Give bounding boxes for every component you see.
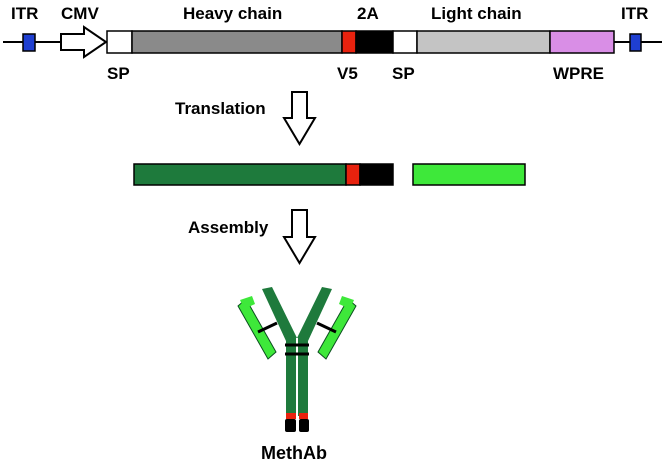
right-hl-disulfide-bond [316,321,337,334]
translation-down-arrow-icon [282,91,317,146]
sp-heavy-label: SP [107,64,130,83]
two-a-box [355,30,394,54]
itr-left-box [22,33,36,52]
left-v5-tag [286,413,296,419]
left-light-chain-tip-shape [240,296,255,309]
translation-label: Translation [175,99,266,118]
cmv-promoter-arrow [60,25,108,59]
left-hl-disulfide-bond [257,321,278,334]
v5-label: V5 [337,64,358,83]
itr-right-label: ITR [621,4,648,23]
wpre-box [549,30,615,54]
assembly-label: Assembly [188,218,269,237]
sp-light-label: SP [392,64,415,83]
heavy-chain-gene-box [131,30,343,54]
translation-step: Translation [175,91,317,146]
assembly-step: Assembly [188,209,317,265]
right-2a-residue [299,419,309,432]
assembly-down-arrow-icon [282,209,317,265]
v5-tag-box [341,30,357,54]
heavy-chain-2a-residue-bar [359,163,394,186]
light-chain-gene-box [416,30,551,54]
itr-left-label: ITR [11,4,38,23]
right-heavy-chain-shape [297,287,332,416]
left-heavy-chain-shape [262,287,297,416]
sp-light-box [392,30,418,54]
expression-construct: ITR CMV Heavy chain 2A Light chain ITR S… [3,4,662,83]
wpre-label: WPRE [553,64,604,83]
right-v5-tag [299,413,308,419]
heavy-chain-gap [296,338,298,416]
left-2a-residue [285,419,296,432]
light-chain-label: Light chain [431,4,522,23]
right-light-chain-tip-shape [339,296,354,309]
translated-proteins [133,163,526,186]
heavy-chain-label: Heavy chain [183,4,282,23]
two-a-label: 2A [357,4,379,23]
product-label: MethAb [261,443,327,463]
light-chain-protein-bar [412,163,526,186]
sp-heavy-box [106,30,133,54]
heavy-chain-v5-tag-bar [345,163,361,186]
heavy-chain-protein-bar [133,163,347,186]
cmv-label: CMV [61,4,99,23]
antibody-icon [237,287,357,432]
itr-right-box [629,33,642,52]
